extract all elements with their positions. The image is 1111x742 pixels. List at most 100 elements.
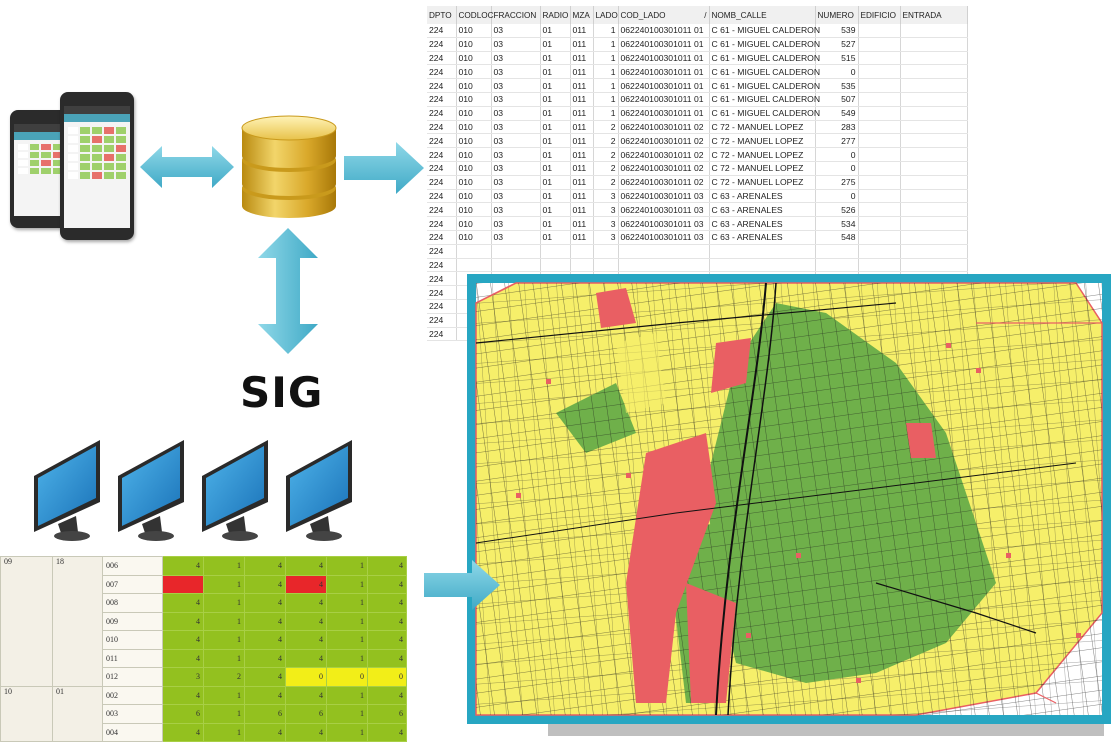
matrix-value: 4 (285, 648, 327, 668)
matrix-value: 4 (244, 722, 286, 742)
table-cell: 0 (815, 147, 859, 162)
table-row[interactable]: 224 (427, 258, 968, 273)
table-cell (815, 258, 859, 273)
table-cell: 539 (815, 24, 859, 38)
table-cell: 011 (570, 230, 594, 245)
table-cell (858, 92, 901, 107)
table-cell (540, 244, 571, 259)
table-cell: 03 (491, 133, 541, 149)
column-header[interactable]: NOMB_CALLE (709, 6, 816, 24)
table-cell: 010 (456, 92, 492, 107)
table-cell: 515 (815, 51, 859, 66)
table-cell: 224 (427, 258, 457, 273)
table-cell: 03 (491, 147, 541, 162)
matrix-code: 012 (102, 667, 163, 687)
matrix-value: 4 (244, 574, 286, 594)
table-cell: C 72 - MANUEL LOPEZ (709, 120, 816, 135)
matrix-code: 004 (102, 722, 163, 742)
table-cell: 1 (593, 78, 619, 93)
column-header[interactable]: RADIO (540, 6, 571, 24)
table-cell: 062240100301011 01 (618, 64, 710, 80)
column-header[interactable]: FRACCION (491, 6, 541, 24)
table-cell: 010 (456, 202, 492, 218)
table-cell (858, 24, 901, 38)
matrix-value: 4 (285, 685, 327, 705)
column-header[interactable]: DPTO (427, 6, 457, 24)
table-cell: 062240100301011 01 (618, 106, 710, 121)
matrix-value: 4 (244, 593, 286, 613)
phone-front (60, 92, 134, 240)
matrix-value: 0 (285, 667, 327, 687)
column-header[interactable]: CODLOC (456, 6, 494, 24)
table-cell: 01 (540, 133, 571, 149)
mobile-phones-icon (10, 92, 136, 242)
table-cell: C 61 - MIGUEL CALDERON (709, 37, 820, 52)
table-cell: 062240100301011 01 (618, 51, 710, 66)
table-cell: C 61 - MIGUEL CALDERON (709, 51, 820, 66)
sort-indicator: / (704, 10, 707, 20)
matrix-code: 002 (102, 685, 163, 705)
matrix-value: 2 (203, 667, 245, 687)
column-header[interactable]: MZA (570, 6, 594, 24)
table-cell: 224 (427, 51, 457, 66)
table-cell: 224 (427, 189, 457, 204)
table-cell: 527 (815, 37, 859, 52)
table-cell: 534 (815, 216, 859, 231)
table-cell (858, 175, 901, 190)
table-cell: 2 (593, 161, 619, 176)
table-cell: C 63 - ARENALES (709, 202, 816, 218)
table-cell: 2 (593, 147, 619, 162)
matrix-value: 4 (285, 611, 327, 631)
column-header[interactable]: EDIFICIO (858, 6, 901, 24)
column-header[interactable]: LADO (593, 6, 619, 24)
matrix-group-radio: 18 (52, 556, 103, 687)
column-header[interactable]: NUMERO (815, 6, 859, 24)
matrix-value: 1 (203, 574, 245, 594)
monitor-icon (202, 440, 268, 541)
table-cell: 011 (570, 175, 594, 190)
table-cell (900, 230, 968, 245)
table-cell: 03 (491, 78, 541, 93)
table-cell: C 72 - MANUEL LOPEZ (709, 133, 816, 149)
table-cell: 224 (427, 78, 457, 93)
table-cell: 507 (815, 92, 859, 107)
matrix-group-radio: 01 (52, 685, 103, 742)
matrix-value: 1 (326, 630, 368, 650)
table-cell: 010 (456, 106, 492, 121)
column-header[interactable]: COD_LADO/ (618, 6, 710, 24)
table-cell: 224 (427, 24, 457, 38)
matrix-value: 4 (367, 611, 407, 631)
table-cell: 224 (427, 64, 457, 80)
table-cell: 01 (540, 92, 571, 107)
table-row[interactable]: 224 (427, 244, 968, 259)
matrix-value: 1 (203, 704, 245, 724)
column-header[interactable]: ENTRADA (900, 6, 968, 24)
table-cell (815, 244, 859, 259)
table-cell: 011 (570, 106, 594, 121)
table-cell: 224 (427, 313, 457, 328)
table-cell: C 61 - MIGUEL CALDERON (709, 64, 820, 80)
matrix-value: 1 (326, 704, 368, 724)
matrix-value: 4 (244, 556, 286, 576)
